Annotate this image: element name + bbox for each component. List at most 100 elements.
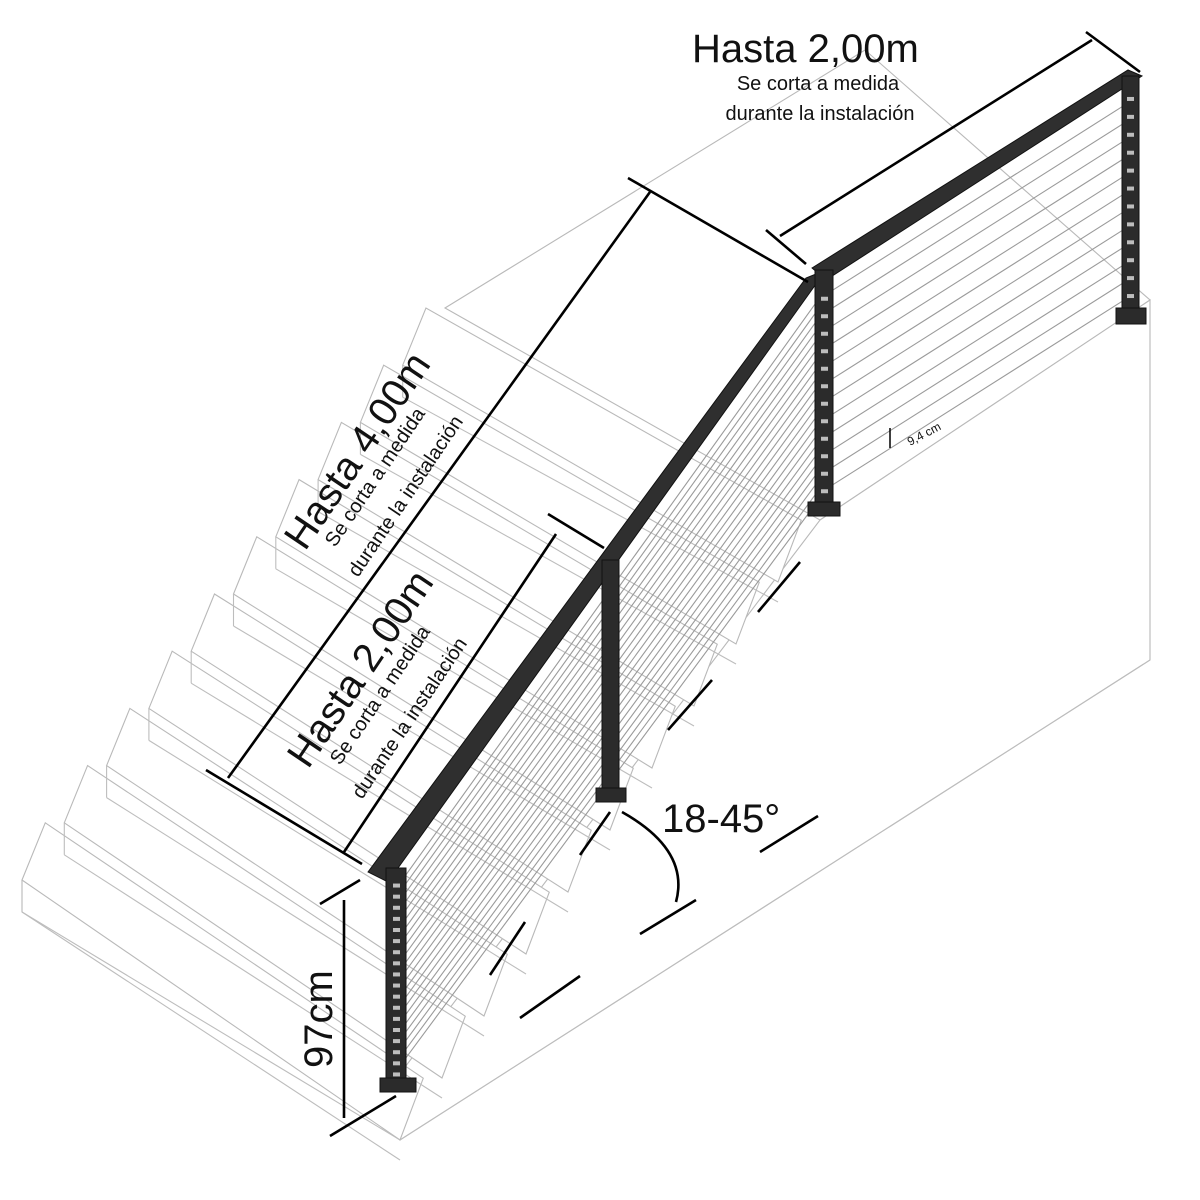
- tensioner: [393, 1005, 400, 1010]
- cable: [823, 278, 1131, 474]
- mid-length-tick: [547, 512, 605, 550]
- staircase: [21, 49, 1151, 1161]
- tensioner: [821, 471, 828, 476]
- cable: [823, 207, 1131, 403]
- top-length-arrow: [779, 38, 1093, 238]
- end-post-base: [1115, 307, 1147, 325]
- railing-frame: [367, 69, 1147, 1093]
- tensioner: [393, 905, 400, 910]
- cable: [823, 171, 1131, 367]
- tensioner: [393, 1050, 400, 1055]
- stair-riser-edge: [317, 511, 695, 727]
- middle-post-base: [595, 787, 627, 803]
- long-length-tick-bottom: [205, 768, 363, 866]
- tensioner: [1127, 204, 1134, 209]
- tensioner: [393, 1028, 400, 1032]
- height-tick-bottom: [329, 1094, 397, 1138]
- tensioner: [393, 1039, 400, 1044]
- tensioner: [821, 366, 828, 371]
- stair-riser-edge: [275, 568, 653, 789]
- stair-riser-edge: [148, 739, 527, 975]
- mid-length-arrow: [342, 533, 558, 853]
- angle-label: 18-45°: [662, 797, 780, 841]
- tensioner: [393, 950, 400, 955]
- tensioner: [821, 454, 828, 459]
- stair-riser-edge: [64, 854, 443, 1099]
- stair-tread: [21, 821, 424, 1141]
- ground-dash: [519, 974, 581, 1020]
- tensioner: [1127, 150, 1134, 155]
- tensioner: [1127, 240, 1134, 245]
- ground-dash: [578, 811, 612, 856]
- stair-tread: [63, 764, 466, 1079]
- top-note-line-2: durante la instalación: [725, 103, 914, 125]
- tensioner: [1127, 258, 1134, 263]
- tensioner: [393, 1061, 400, 1066]
- tensioner: [393, 1072, 400, 1077]
- cable: [823, 154, 1131, 350]
- tensioner: [393, 894, 400, 899]
- top-note-line-1: Se corta a medida: [737, 73, 900, 95]
- cable: [823, 242, 1131, 438]
- tensioner: [821, 331, 828, 336]
- stair-tread: [105, 707, 508, 1017]
- tensioner: [1127, 96, 1134, 101]
- tensioner: [1127, 222, 1134, 227]
- middle-post: [601, 559, 620, 799]
- tensioner: [1127, 168, 1134, 173]
- top-length-tick-left: [765, 229, 807, 265]
- tensioner: [821, 401, 828, 406]
- height-tick-top: [319, 878, 361, 906]
- tensioner: [393, 983, 400, 988]
- stair-riser-edge: [106, 797, 485, 1037]
- tensioner: [1127, 294, 1134, 299]
- angle-baseline: [639, 898, 697, 936]
- cable: [823, 101, 1131, 297]
- tensioner: [821, 296, 828, 301]
- tensioner: [393, 916, 400, 921]
- tensioner: [393, 994, 400, 999]
- tensioner: [393, 961, 400, 966]
- cable-tensioners: [393, 96, 1134, 1077]
- tensioner: [1127, 186, 1134, 191]
- stair-steps: [21, 307, 802, 1161]
- tensioner: [821, 384, 828, 389]
- tensioner: [1127, 114, 1134, 119]
- tensioner: [393, 972, 400, 977]
- tensioner: [393, 1016, 400, 1021]
- tensioner: [821, 436, 828, 441]
- tensioner: [1127, 132, 1134, 137]
- stair-tread: [275, 478, 676, 769]
- top-length-tick-right: [1085, 30, 1141, 74]
- dimension-lines: [205, 30, 1141, 1138]
- top-length-label: Hasta 2,00m: [692, 27, 919, 71]
- cable: [823, 295, 1131, 491]
- cable: [823, 225, 1131, 421]
- cable: [823, 118, 1131, 314]
- tensioner: [821, 349, 828, 354]
- tensioner: [821, 489, 828, 494]
- angle-arc: [621, 810, 680, 903]
- stair-tread: [232, 535, 634, 831]
- tensioner: [1127, 276, 1134, 281]
- tensioner: [821, 419, 828, 424]
- long-length-arrow: [226, 191, 652, 779]
- tensioner: [393, 928, 400, 932]
- ground-dash: [757, 561, 801, 613]
- angle-ref-line: [759, 814, 819, 854]
- tensioner: [393, 883, 400, 888]
- stair-riser-edge: [21, 911, 401, 1161]
- height-label: 97cm: [297, 970, 341, 1068]
- tensioner: [821, 314, 828, 319]
- cable: [823, 189, 1131, 385]
- cable: [823, 136, 1131, 332]
- bottom-post-base: [379, 1077, 417, 1093]
- landing-post-base: [807, 501, 841, 517]
- cable: [823, 260, 1131, 456]
- ground-dash: [667, 679, 713, 731]
- long-length-tick-top: [627, 176, 809, 284]
- stair-riser-edge: [360, 453, 737, 665]
- tensioner: [393, 939, 400, 944]
